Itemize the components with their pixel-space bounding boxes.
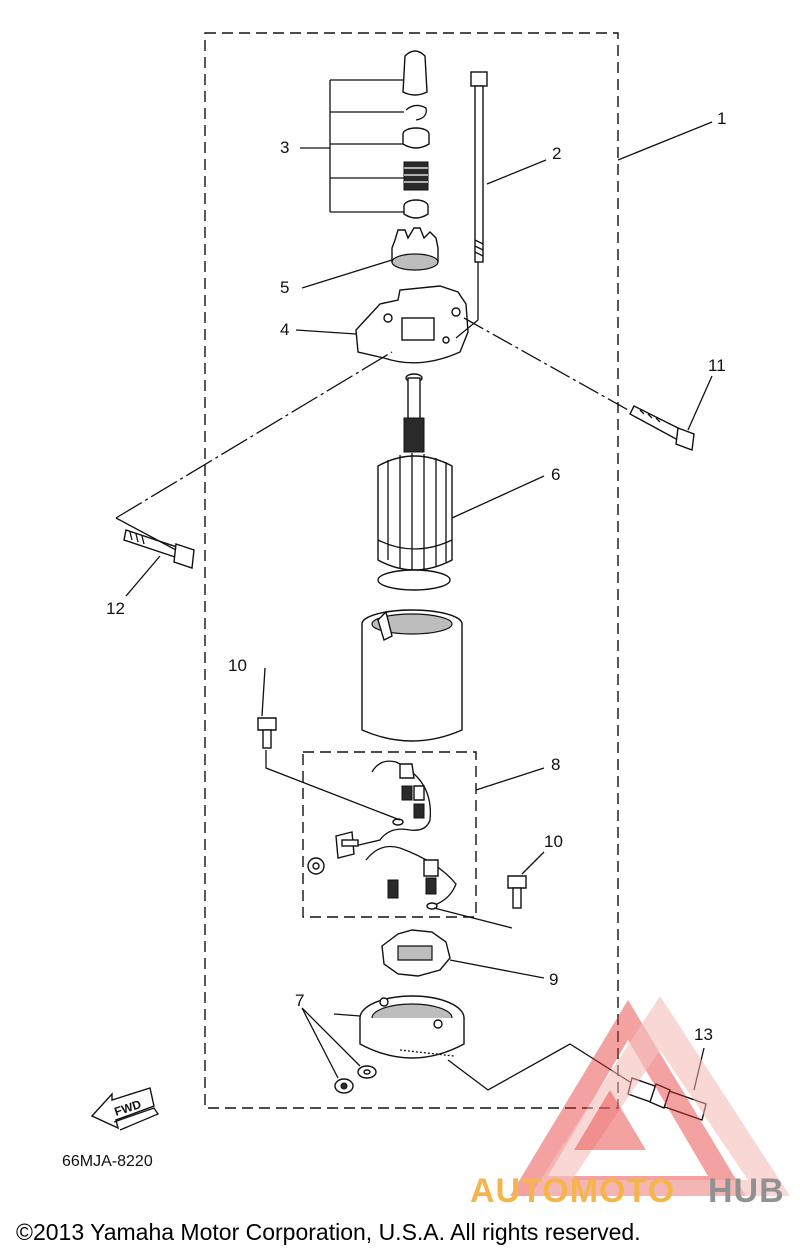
- callout-10-right: 10: [544, 832, 563, 851]
- callout-4: 4: [280, 320, 289, 339]
- yoke-housing: [361, 609, 463, 742]
- callout-8: 8: [551, 755, 560, 774]
- part-4-front-bracket: [295, 262, 479, 364]
- fwd-arrow-icon: FWD: [90, 1087, 159, 1131]
- part-8-brush-holder: [307, 760, 545, 910]
- part-2-through-bolt: [470, 71, 547, 263]
- part-10-screw-left: [257, 667, 401, 821]
- end-cover: [359, 995, 465, 1059]
- part-3-pinion-kit: [300, 50, 430, 219]
- watermark-brand-part2: HUB: [708, 1172, 785, 1210]
- part-7-washer-nut: [301, 1007, 377, 1094]
- copyright-text: ©2013 Yamaha Motor Corporation, U.S.A. A…: [16, 1219, 641, 1245]
- callout-7: 7: [295, 991, 304, 1010]
- watermark-brand-part1: AUTOMOTO: [470, 1172, 675, 1210]
- part-5-pinion-gear: [301, 227, 439, 289]
- part-6-armature: [377, 373, 545, 591]
- callout-6: 6: [551, 465, 560, 484]
- part-11-bolt: [463, 317, 713, 451]
- part-9-brush-plate: [381, 929, 545, 979]
- callout-2: 2: [552, 144, 561, 163]
- callout-3: 3: [280, 138, 289, 157]
- callout-12: 12: [106, 599, 125, 618]
- callout-5: 5: [280, 278, 289, 297]
- callout-11: 11: [708, 356, 726, 375]
- brush-holder-boundary: [302, 751, 477, 918]
- callout-9: 9: [549, 970, 558, 989]
- callout-13: 13: [694, 1025, 713, 1044]
- part-10-screw-right: [433, 851, 545, 929]
- callout-1: 1: [717, 109, 726, 128]
- part-1-leader: [617, 121, 713, 161]
- part-12-bolt: [115, 351, 393, 597]
- callout-10-left: 10: [228, 656, 247, 675]
- automotohub-watermark-logo: AUTOMOTO HUB: [470, 996, 790, 1210]
- diagram-code: 66MJA-8220: [62, 1153, 153, 1170]
- assembly-boundary: [204, 32, 619, 1109]
